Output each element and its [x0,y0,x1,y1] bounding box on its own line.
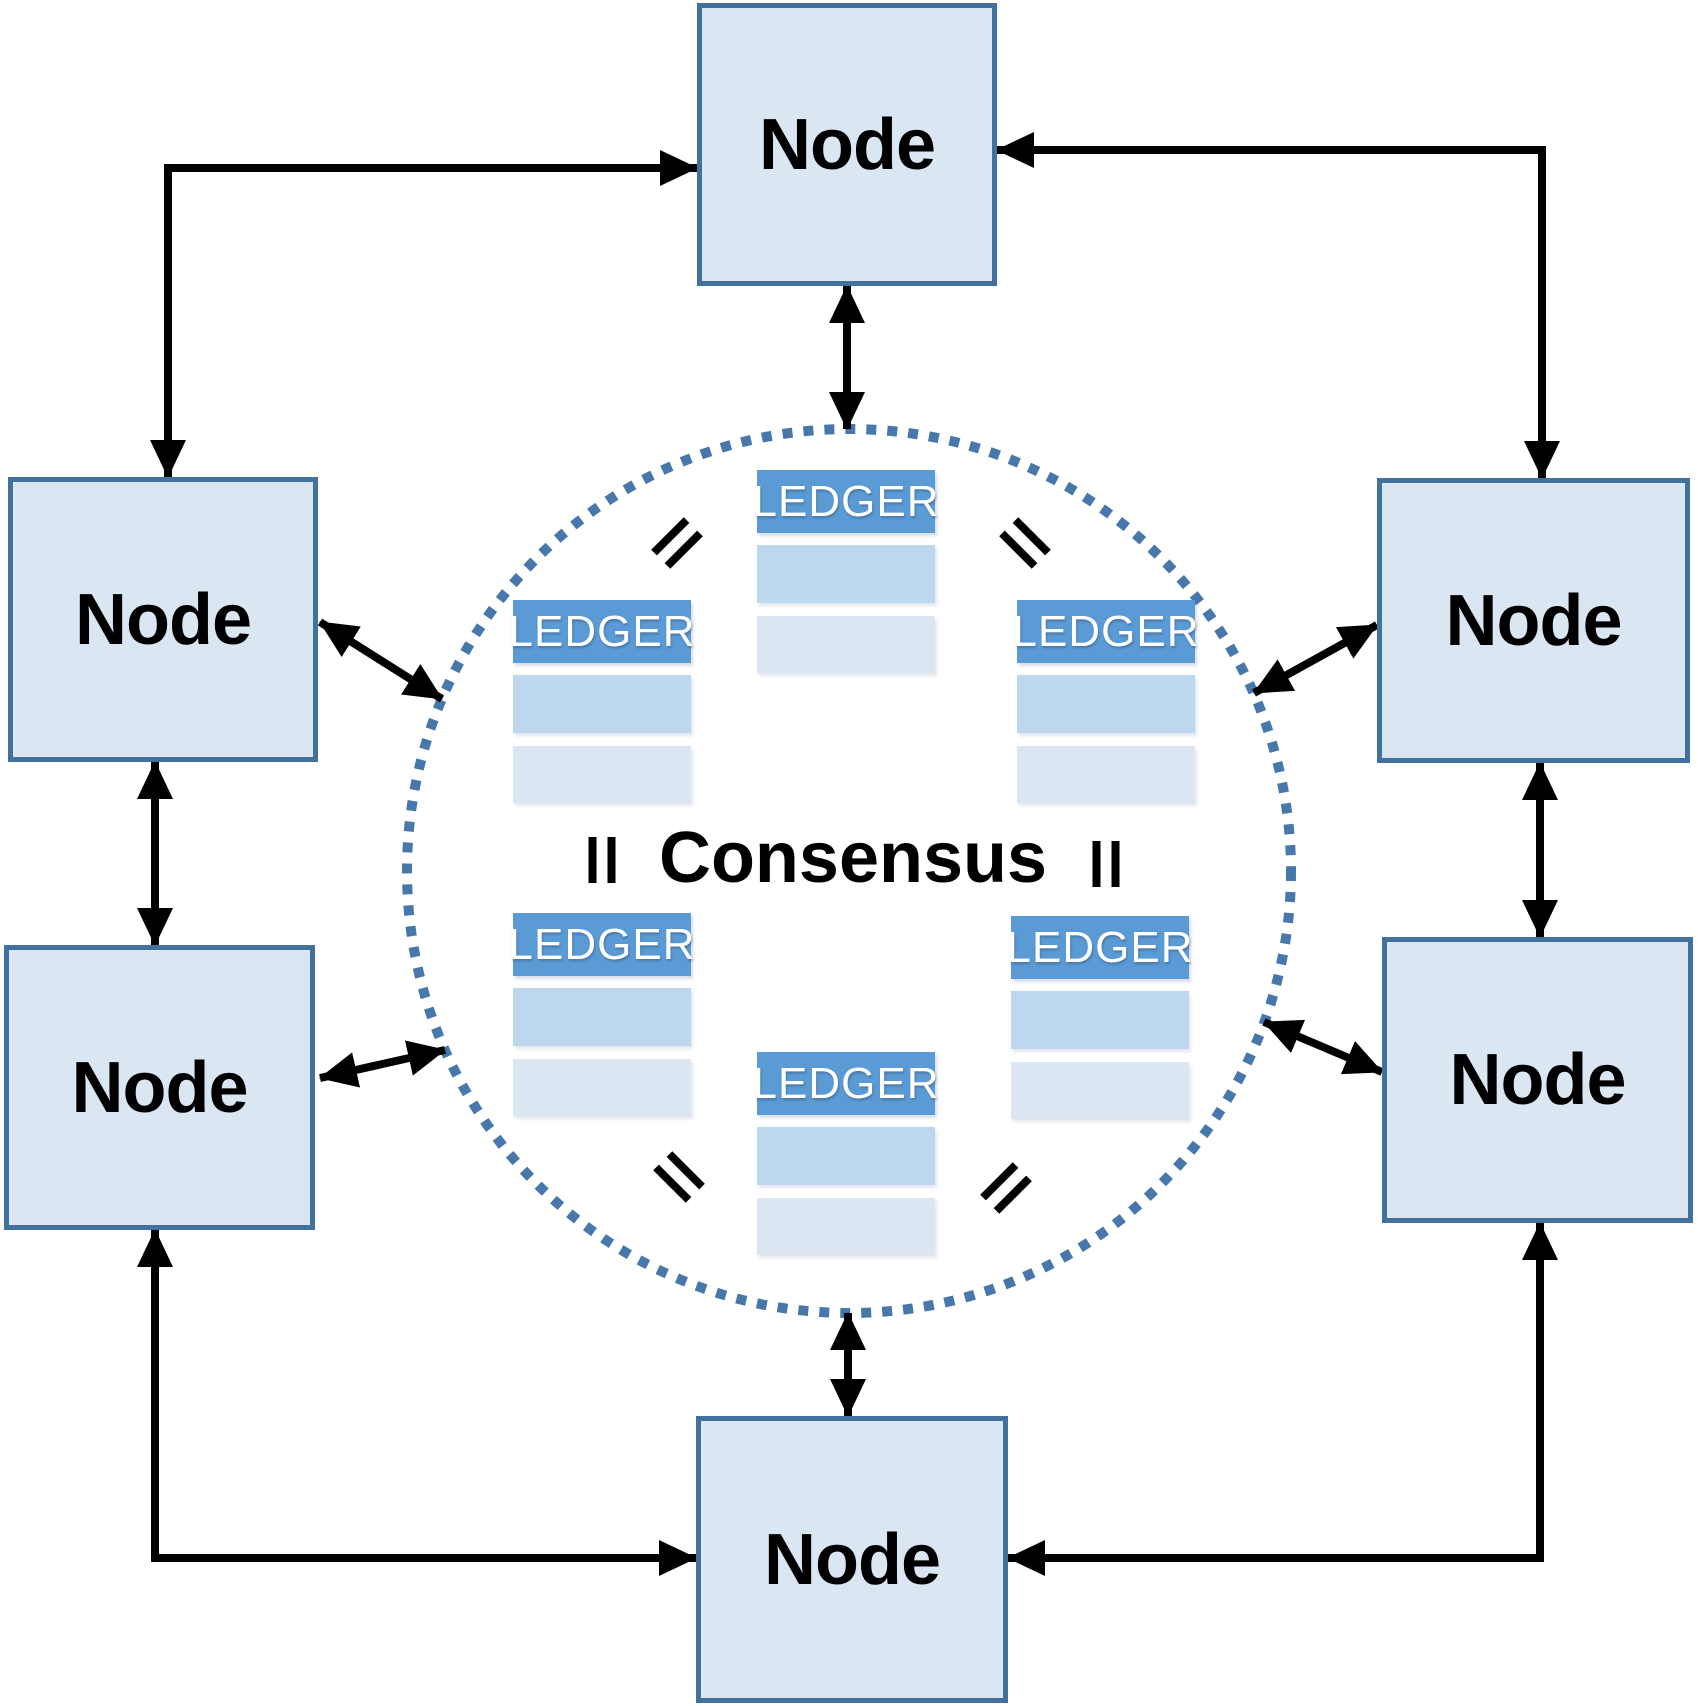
node-left-upper: Node [8,477,318,762]
ledger-row [757,616,935,673]
arrow-right-upper-circle [1252,621,1379,697]
equals-bar [607,837,616,883]
ledger-row [513,1059,691,1116]
node-label: Node [764,1519,941,1600]
node-label: Node [759,104,936,185]
node-label: Node [71,1047,249,1128]
node-right-lower: Node [1382,937,1693,1223]
ledger-row [757,545,935,603]
node-label: Node [1445,580,1623,661]
ledger-title-bar: LEDGER [1013,600,1198,663]
ledger-upper-left: LEDGER [509,600,694,803]
ledger-lower-right: LEDGER [1007,916,1192,1119]
ledger-bottom-center: LEDGER [753,1052,938,1255]
node-top: Node [697,3,997,286]
node-left-lower: Node [4,945,315,1230]
ledger-title-bar: LEDGER [1007,916,1192,979]
ledger-row [757,1127,935,1185]
consensus-label: Consensus [658,818,1048,898]
node-bottom: Node [696,1416,1008,1703]
ledger-row [1017,675,1195,733]
arrow-left-lower-circle [319,1040,446,1088]
ledger-row [757,1198,935,1255]
equals-icon-mid-left [588,837,616,883]
arrow-elbow-bottom-left [137,1229,697,1576]
ledger-title-bar: LEDGER [509,913,694,976]
ledger-title-bar: LEDGER [753,1052,938,1115]
ledger-title-bar: LEDGER [753,470,938,533]
arrow-left-upper-circle [317,618,445,703]
node-label: Node [1449,1040,1627,1120]
arrow-elbow-top-right [996,132,1560,479]
equals-bar [588,837,597,883]
ledger-row [513,746,691,803]
ledger-upper-right: LEDGER [1013,600,1198,803]
node-label: Node [75,579,252,660]
equals-icon-mid-right [1092,841,1120,887]
ledger-top-center: LEDGER [753,470,938,673]
ledger-row [513,675,691,733]
ledger-row [1011,991,1189,1049]
equals-bar [1092,841,1101,887]
ledger-row [1017,746,1195,803]
node-right-upper: Node [1377,478,1690,763]
arrow-elbow-top-left [150,150,698,478]
arrow-elbow-bottom-right [1007,1222,1558,1576]
ledger-title-bar: LEDGER [509,600,694,663]
arrow-right-lower-circle [1262,1018,1384,1076]
ledger-lower-left: LEDGER [509,913,694,1116]
ledger-row [1011,1062,1189,1119]
equals-bar [1111,841,1120,887]
ledger-row [513,988,691,1046]
